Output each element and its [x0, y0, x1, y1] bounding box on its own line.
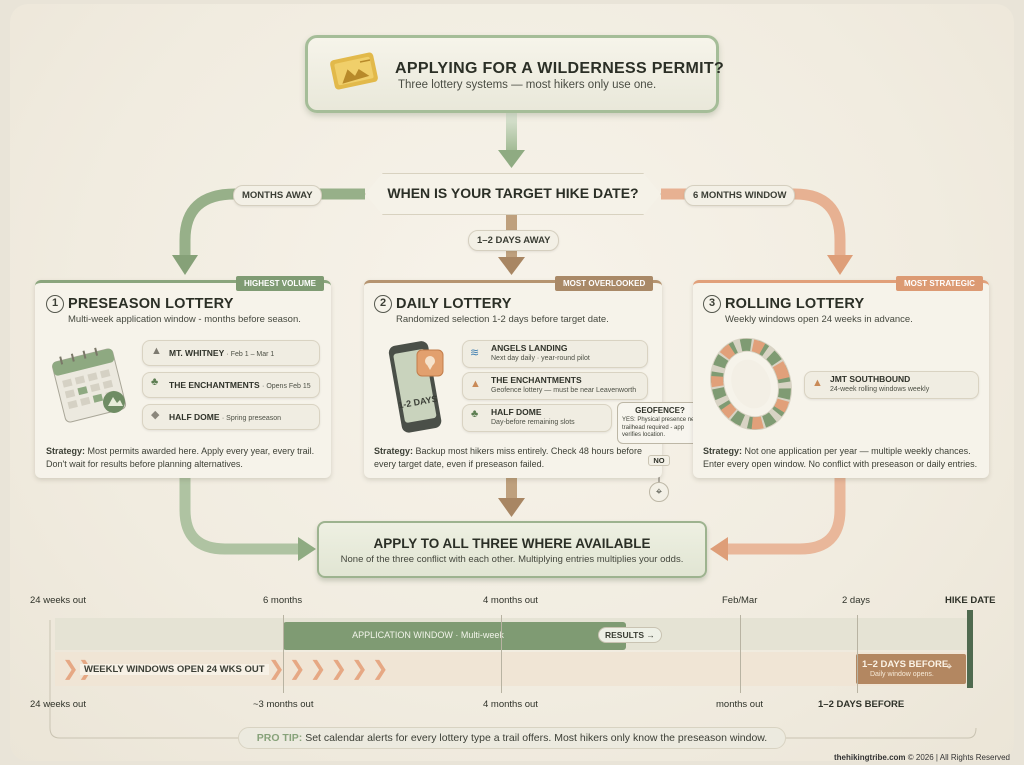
tag-most-overlooked: MOST OVERLOOKED: [555, 276, 654, 291]
list-item-enchantments-daily: [462, 372, 648, 400]
pro-tip-text: PRO TIP: Set calendar alerts for every l…: [256, 732, 768, 744]
geofence-no: NO: [648, 455, 670, 466]
results-pill: RESULTS →: [598, 627, 662, 643]
list-item-mt-whitney: [142, 340, 320, 366]
timeline-bottom-label: 24 weeks out: [30, 699, 86, 710]
geofence-question: GEOFENCE?: [635, 406, 685, 415]
timeline-tick: [283, 615, 284, 693]
permit-card-icon: [328, 48, 380, 99]
card-title-rolling: ROLLING LOTTERY: [725, 296, 865, 312]
geofence-callout: [617, 402, 703, 444]
strategy-preseason: Strategy: Most permits awarded here. App…: [46, 446, 315, 469]
footer-credit: thehikingtribe.com © 2026 | All Rights R…: [833, 753, 1010, 762]
mountain-icon: ▲: [151, 345, 162, 357]
card-subtitle-preseason: Multi-week application window - months b…: [68, 314, 301, 325]
timeline-bottom-label: 4 months out: [483, 699, 538, 710]
card-number-3: 3: [703, 295, 721, 313]
list-item-enchantments: [142, 372, 320, 398]
item-name-enchantments: THE ENCHANTMENTS · Opens Feb 15: [169, 380, 311, 390]
item-detail-angels-landing: Next day daily · year-round pilot: [491, 355, 590, 362]
item-name-angels-landing: ANGELS LANDING: [491, 343, 568, 353]
card-subtitle-rolling: Weekly windows open 24 weeks in advance.: [725, 314, 913, 325]
days-before-block: [856, 654, 966, 684]
list-item-jmt-southbound: [804, 371, 979, 399]
location-pin-icon: ⌖: [946, 661, 953, 673]
item-name-half-dome-daily: HALF DOME: [491, 407, 542, 417]
timeline-tick: [501, 615, 502, 693]
apply-title: APPLY TO ALL THREE WHERE AVAILABLE: [373, 536, 651, 551]
card-number-2: 2: [374, 295, 392, 313]
rock-icon: ◆: [151, 409, 160, 421]
tree-icon: ♣: [151, 376, 159, 388]
item-name-jmt: JMT SOUTHBOUND: [830, 374, 911, 384]
item-name-enchantments-daily: THE ENCHANTMENTS: [491, 375, 582, 385]
timeline-bottom-label-days-before: 1–2 DAYS BEFORE: [818, 699, 905, 710]
item-detail-enchantments-daily: Geofence lottery — must be near Leavenwo…: [491, 387, 637, 394]
apply-all-box: [317, 521, 707, 578]
apply-subtitle: None of the three conflict with each oth…: [340, 554, 684, 565]
calendar-icon: [48, 340, 134, 435]
timeline-top-label: 2 days: [842, 595, 870, 606]
question-shape: [365, 173, 661, 215]
timeline-top-label: Feb/Mar: [722, 595, 758, 606]
item-name-half-dome: HALF DOME · Spring preseason: [169, 412, 282, 422]
timeline-top-label: 6 months: [263, 595, 303, 606]
tag-most-strategic: MOST STRATEGIC: [896, 276, 983, 291]
hike-date-marker: [967, 610, 973, 688]
timeline-tick: [740, 615, 741, 693]
chevron-arrows-right: ❯❯❯❯❯❯: [268, 658, 393, 680]
application-window-bar: [283, 622, 626, 650]
header-subtitle: Three lottery systems — most hikers only…: [398, 79, 657, 91]
strategy-daily: Strategy: Backup most hikers miss entire…: [374, 446, 642, 469]
item-detail-half-dome-daily: Day-before remaining slots: [491, 419, 575, 426]
card-subtitle-daily: Randomized selection 1-2 days before tar…: [396, 314, 609, 325]
timeline-tick: [857, 615, 858, 693]
strategy-rolling: Strategy: Not one application per year —…: [703, 446, 978, 469]
item-name-mt-whitney: MT. WHITNEY · Feb 1 – Mar 1: [169, 348, 275, 358]
pro-tip-box: [238, 727, 786, 749]
card-number-1: 1: [46, 295, 64, 313]
application-window-label: APPLICATION WINDOW · Multi-week: [352, 630, 504, 640]
timeline-top-label-hike-date: HIKE DATE: [945, 595, 996, 606]
list-item-half-dome: [142, 404, 320, 430]
timeline-bottom-label: ~3 months out: [253, 699, 314, 710]
question-label: WHEN IS YOUR TARGET HIKE DATE?: [387, 185, 639, 201]
weekly-windows-label: WEEKLY WINDOWS OPEN 24 WKS OUT: [80, 664, 269, 675]
card-title-preseason: PRESEASON LOTTERY: [68, 296, 234, 312]
tag-highest-volume: HIGHEST VOLUME: [236, 276, 325, 291]
card-title-daily: DAILY LOTTERY: [396, 296, 512, 312]
days-before-label: 1–2 DAYS BEFORE: [862, 659, 949, 670]
mountain-icon: ▲: [812, 377, 823, 389]
location-pin-icon: ⌖: [649, 482, 669, 502]
geofence-yes: YES: Physical presence near trailhead re…: [622, 417, 700, 438]
rolling-wheel-icon: [710, 337, 792, 435]
timeline-top-label: 24 weeks out: [30, 595, 86, 606]
tent-icon: ▲: [470, 378, 481, 390]
timeline-top-label: 4 months out: [483, 595, 538, 606]
days-before-sub: Daily window opens.: [870, 671, 934, 678]
branch-label-months-away: MONTHS AWAY: [233, 185, 322, 206]
header-title: APPLYING FOR A WILDERNESS PERMIT?: [395, 60, 725, 77]
branch-label-1-2-days: 1–2 DAYS AWAY: [468, 230, 560, 251]
item-detail-jmt: 24-week rolling windows weekly: [830, 386, 930, 393]
timeline-bottom-label: months out: [716, 699, 763, 710]
wave-icon: ≋: [470, 347, 480, 359]
tree-icon: ♣: [471, 408, 479, 420]
list-item-half-dome-daily: [462, 404, 612, 432]
list-item-angels-landing: [462, 340, 648, 368]
phone-icon: [385, 336, 455, 441]
branch-label-6-months: 6 MONTHS WINDOW: [684, 185, 796, 206]
